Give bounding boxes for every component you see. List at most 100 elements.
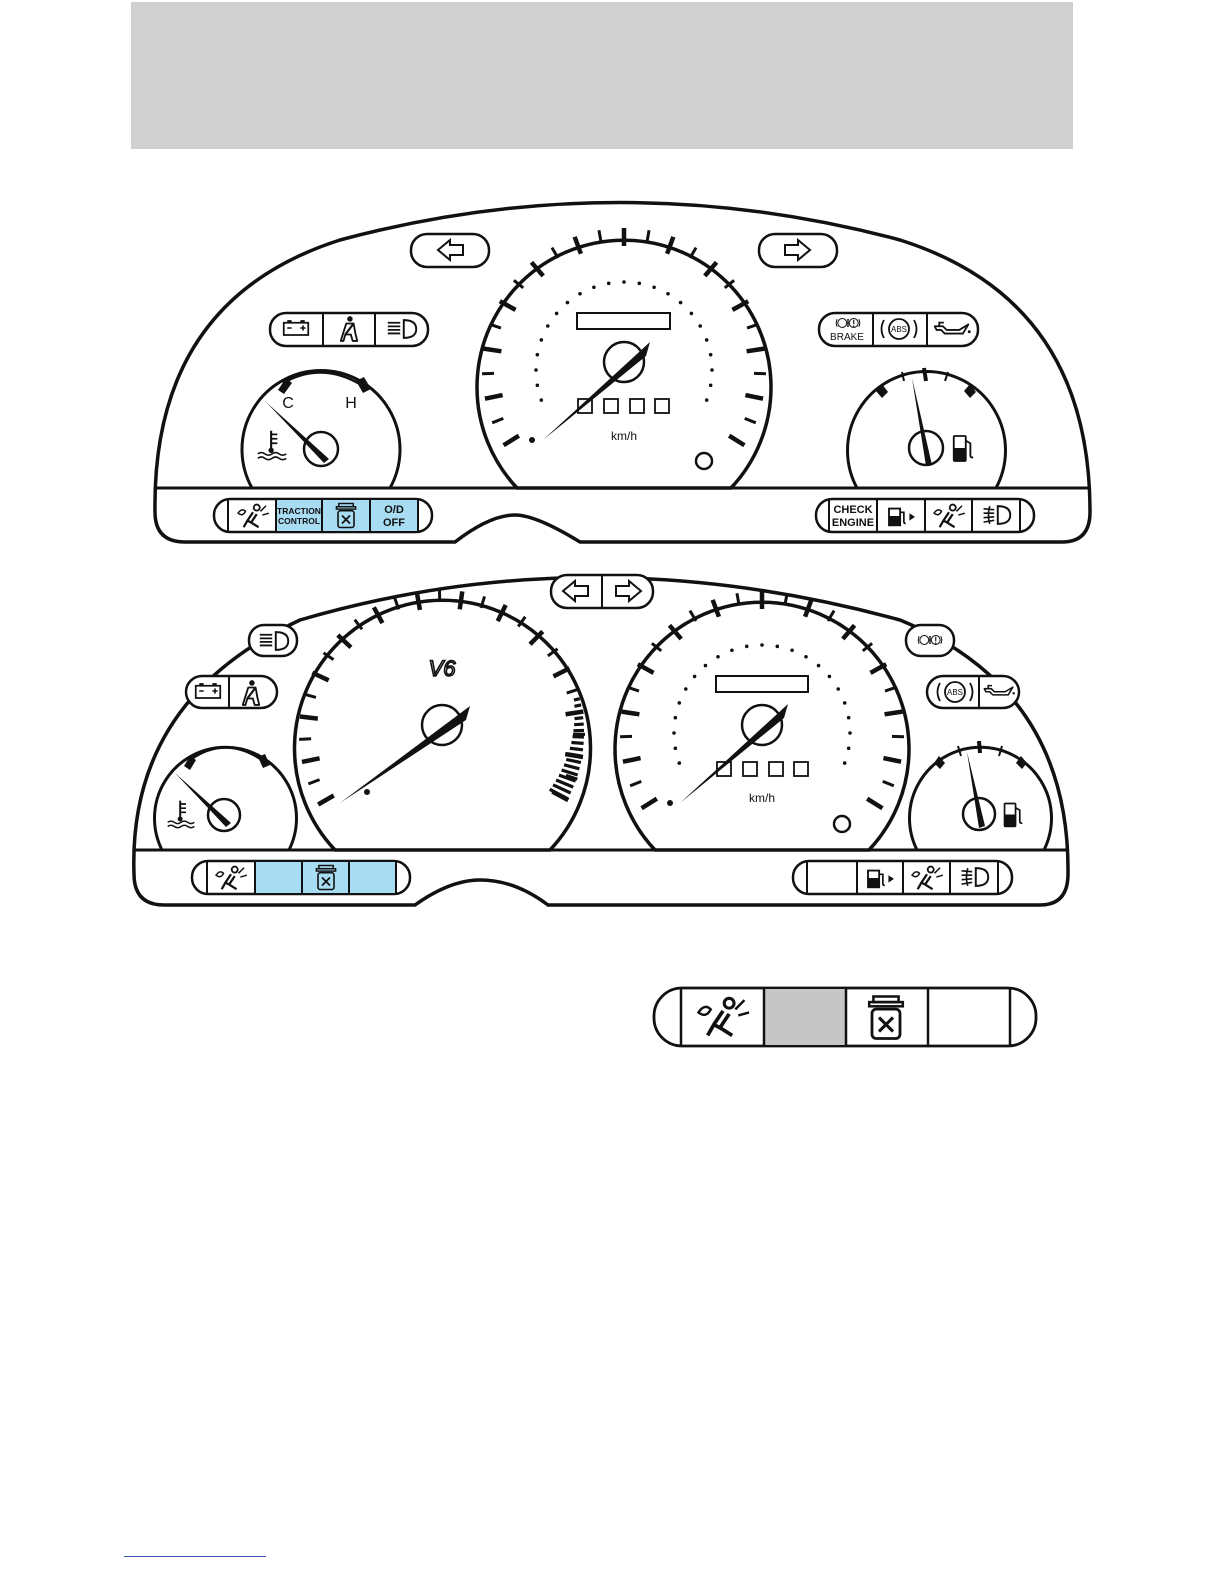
dial-dot [730, 649, 734, 653]
dial-dot [652, 286, 656, 290]
redline-tick [570, 748, 583, 750]
left-turn-indicator [411, 234, 489, 267]
odometer-display [577, 313, 670, 329]
dial-dot [710, 368, 714, 372]
dial-dot [705, 338, 709, 342]
dial-dot [847, 716, 851, 720]
dial-dot [540, 338, 544, 342]
cold-label: C [282, 395, 294, 412]
abs-oil-strip: ABS [927, 676, 1019, 708]
turn-signal-pair [551, 575, 653, 608]
dial-dot [790, 649, 794, 653]
dial-dot [843, 761, 847, 765]
trip-reset-button[interactable] [834, 816, 850, 832]
dial-dot [536, 383, 540, 387]
dial-dot [690, 312, 694, 316]
dial-dot [716, 655, 720, 659]
redline-tick [568, 754, 582, 756]
abs-label: ABS [891, 325, 907, 334]
dial-dot [705, 398, 709, 402]
dial-dot [534, 368, 538, 372]
od-label-1: O/D [384, 504, 404, 516]
inset-gray-segment [764, 989, 846, 1045]
dial-dot [843, 701, 847, 705]
dial-dot [745, 645, 749, 649]
dial-dot [674, 716, 678, 720]
dial-dot [678, 701, 682, 705]
dial-dot [672, 731, 676, 735]
bottom-right-warning-strip-2 [793, 861, 1012, 894]
dial-dot [536, 353, 540, 357]
redline-tick [574, 705, 581, 706]
dial-dot [546, 324, 550, 328]
dial-dot [684, 687, 688, 691]
dial-tick [785, 593, 787, 605]
redline-tick [575, 718, 584, 719]
speed-unit: km/h [749, 791, 775, 805]
dial-dot [540, 398, 544, 402]
dial-tick [622, 712, 640, 715]
dial-dot [847, 746, 851, 750]
dial-dot [578, 292, 582, 296]
dial-dot [775, 645, 779, 649]
bottom-right-warning-strip: CHECK ENGINE [816, 499, 1034, 532]
v6-badge: V6 [429, 656, 457, 681]
dial-tick [885, 712, 903, 715]
traction-label-2: CONTROL [278, 516, 320, 526]
dial-tick [299, 739, 311, 740]
dial-tick [647, 230, 649, 242]
dial-dot [760, 643, 764, 647]
check-label-1: CHECK [833, 504, 872, 516]
redline-tick [571, 742, 583, 743]
dial-tick [737, 593, 739, 605]
dial-tick [300, 717, 318, 719]
headlamp-indicator [249, 625, 297, 656]
footer-rule [124, 1556, 266, 1557]
right-turn-indicator [759, 234, 837, 267]
dial-dot [566, 301, 570, 305]
dial-dot [828, 675, 832, 679]
dial-dot [817, 664, 821, 668]
hot-label: H [345, 395, 357, 412]
dial-tick [460, 591, 463, 609]
dial-tick [747, 349, 765, 352]
dial-tick [599, 230, 601, 242]
inset-warning-strip [654, 988, 1036, 1046]
top-right-warning-strip: BRAKE ABS [819, 313, 978, 346]
od-label-2: OFF [383, 517, 405, 529]
dial-dot [804, 655, 808, 659]
dial-dot [678, 761, 682, 765]
dial-dot [592, 286, 596, 290]
dial-dot [607, 282, 611, 286]
cluster-2: ABS [133, 575, 1068, 905]
brake-label: BRAKE [830, 332, 864, 343]
cluster-1: BRAKE ABS C H [154, 203, 1090, 543]
top-left-warning-strip [270, 313, 428, 346]
redline-tick [574, 724, 584, 725]
speed-unit: km/h [611, 429, 637, 443]
dial-dot [698, 324, 702, 328]
dial-dot [637, 282, 641, 286]
dial-dot [555, 312, 559, 316]
odometer-display [716, 676, 808, 692]
redline-tick [575, 711, 583, 712]
dial-dot [704, 664, 708, 668]
dial-dot [709, 383, 713, 387]
parking-brake-indicator [906, 625, 954, 656]
traction-label-1: TRACTION [277, 506, 321, 516]
bottom-left-warning-strip: TRACTION CONTROL O/D OFF [214, 499, 432, 532]
abs-label: ABS [947, 688, 963, 697]
dial-dot [622, 280, 626, 284]
dial-dot [674, 746, 678, 750]
dial-dot [848, 731, 852, 735]
dial-dot [666, 292, 670, 296]
dial-dot [709, 353, 713, 357]
dial-tick [417, 592, 420, 610]
dial-tick [484, 349, 502, 352]
battery-seatbelt-strip [186, 676, 277, 708]
dial-dot [693, 675, 697, 679]
dial-dot [679, 301, 683, 305]
trip-reset-button[interactable] [696, 453, 712, 469]
dial-dot [836, 687, 840, 691]
